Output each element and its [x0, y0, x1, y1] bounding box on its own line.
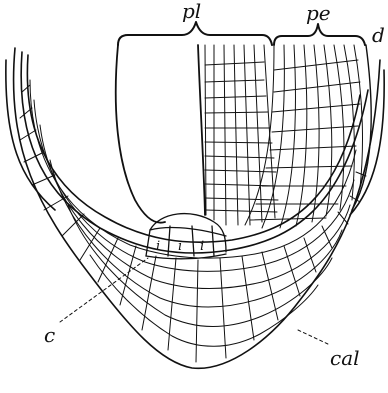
- plerome-cells: [205, 45, 278, 225]
- pe-bracket: [274, 24, 365, 45]
- label-i-3: i: [200, 239, 204, 254]
- cap-radials: [20, 85, 366, 362]
- label-c: c: [44, 323, 55, 347]
- periblem-cells: [245, 45, 362, 228]
- label-cal: cal: [330, 346, 360, 370]
- label-d: d: [372, 23, 385, 47]
- label-i-1: i: [156, 239, 160, 254]
- pl-bracket: [118, 22, 272, 45]
- label-pl: pl: [182, 0, 201, 23]
- label-pe: pe: [306, 1, 331, 25]
- plerome-outline: [116, 45, 205, 223]
- label-i-2: i: [178, 239, 182, 254]
